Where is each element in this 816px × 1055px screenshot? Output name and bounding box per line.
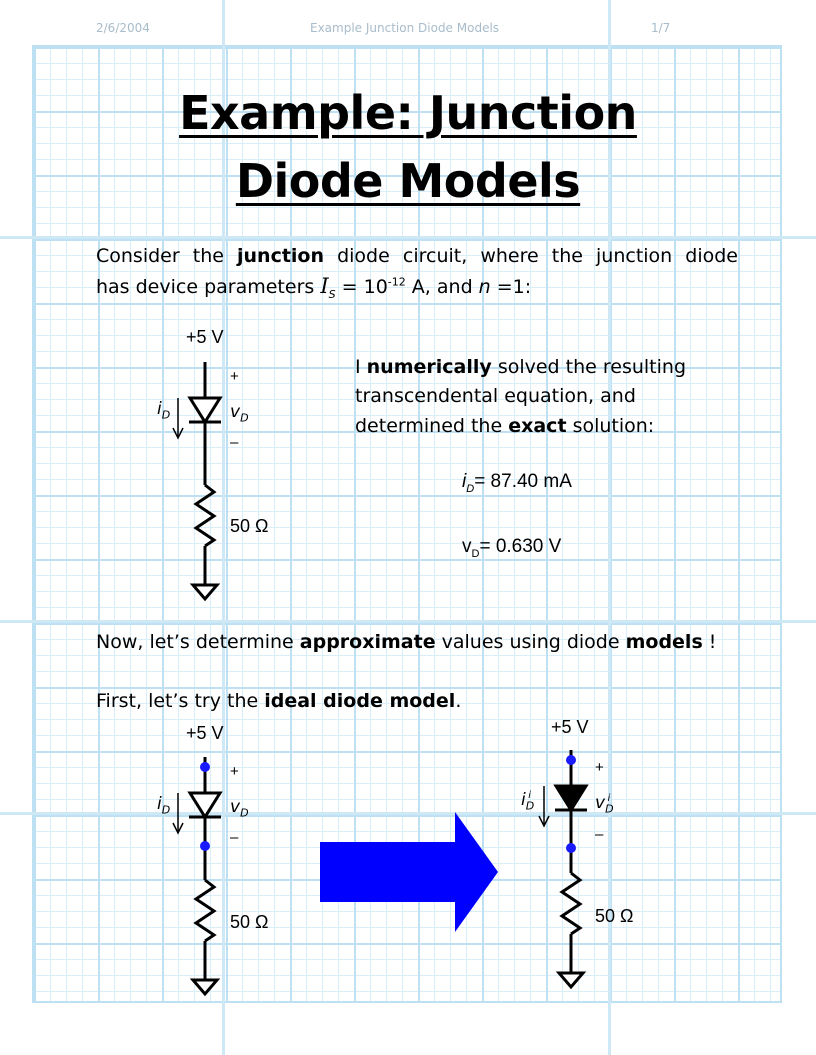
header-date: 2/6/2004 <box>96 21 150 35</box>
circuit-2-supply-label: +5 V <box>186 723 224 743</box>
circuit-3-plus: + <box>595 759 604 776</box>
diode-symbol <box>187 791 223 820</box>
circuit-1-schematic <box>172 362 223 602</box>
circuit-1-supply-label: +5 V <box>186 327 224 347</box>
circuit-1-resistor-label: 50 Ω <box>230 516 269 536</box>
intro-line-2: has device parameters IS = 10-12 A, and … <box>96 274 532 301</box>
node-dot <box>566 843 576 853</box>
circuit-3-voltage-label: vDi <box>595 793 614 816</box>
resistor-symbol <box>193 878 217 943</box>
header-doc-title: Example Junction Diode Models <box>310 21 500 35</box>
page-title-line-1: Example: Junction <box>179 86 637 140</box>
solution-voltage-value: vD= 0.630 V <box>462 536 562 560</box>
circuit-2-voltage-label: vD <box>230 797 249 820</box>
header-page-number: 1/7 <box>651 21 671 35</box>
resistor-symbol <box>193 483 217 548</box>
transform-arrow-icon <box>320 812 498 932</box>
solution-current-value: iD= 87.40 mA <box>462 471 572 495</box>
circuit-1-current-label: iD <box>157 399 171 422</box>
approximate-values-line: Now, let’s determine approximate values … <box>96 631 717 653</box>
circuit-3-minus: – <box>595 826 604 843</box>
page-rule-vertical <box>222 0 225 1055</box>
circuit-3-current-label: iDi <box>521 790 535 813</box>
node-dot <box>200 841 210 851</box>
circuit-1-voltage-label: vD <box>230 402 249 425</box>
page-rule-horizontal <box>0 236 816 239</box>
resistor-symbol <box>559 871 583 936</box>
ground-symbol <box>189 583 221 602</box>
page-rule-vertical <box>608 0 611 1055</box>
circuit-3-resistor-label: 50 Ω <box>595 906 634 926</box>
graph-paper-background <box>32 45 782 1003</box>
page-rule-horizontal <box>0 620 816 623</box>
circuit-2-plus: + <box>230 763 239 780</box>
circuit-1-minus: – <box>230 434 239 451</box>
page-title-line-2: Diode Models <box>235 154 581 208</box>
solution-line-3: determined the exact solution: <box>355 415 655 437</box>
node-dot <box>566 755 576 765</box>
circuit-3-supply-label: +5 V <box>551 717 589 737</box>
node-dot <box>200 762 210 772</box>
circuit-2-minus: – <box>230 829 239 846</box>
ideal-model-line: First, let’s try the ideal diode model. <box>96 690 462 712</box>
ground-symbol <box>555 971 587 990</box>
diode-symbol <box>187 396 223 425</box>
ideal-diode-symbol <box>553 784 589 813</box>
circuit-1-plus: + <box>230 368 239 385</box>
ground-symbol <box>189 978 221 997</box>
page-rule-horizontal <box>0 812 816 815</box>
solution-line-2: transcendental equation, and <box>355 385 636 407</box>
intro-line-1: Consider the junction diode circuit, whe… <box>96 245 738 267</box>
circuit-2-current-label: iD <box>157 794 171 817</box>
circuit-3-schematic <box>538 750 589 990</box>
solution-line-1: I numerically solved the resulting <box>355 356 687 378</box>
circuit-2-schematic <box>172 757 223 997</box>
circuit-2-resistor-label: 50 Ω <box>230 912 269 932</box>
